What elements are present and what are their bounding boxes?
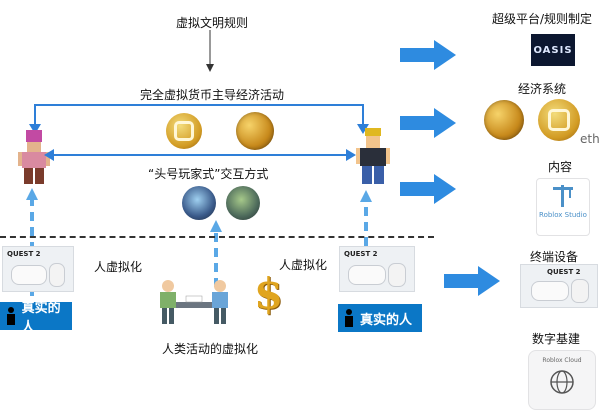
dollar-sign-icon: $ [254,269,284,318]
bitcoin-icon [484,100,524,140]
quest-right-label: QUEST 2 [344,250,378,258]
device-title: 终端设备 [530,250,579,264]
economy-title: 经济系统 [518,82,567,96]
arrow-rules-down [206,30,214,72]
interaction-arrow-right [346,149,356,161]
person-icon [7,307,15,325]
roblox-cloud-logo-icon: Roblox Cloud [528,350,596,410]
vr-headset-right-icon: QUEST 2 [339,246,415,292]
reality-divider [0,236,434,238]
oasis-logo-text: OASIS [533,44,573,56]
person-virtualization-left: 人虚拟化 [94,260,143,274]
roblox-studio-text: Roblox Studio [539,211,587,219]
roblox-studio-logo-icon: Roblox Studio [536,178,590,236]
rules-title: 虚拟文明规则 [176,16,249,30]
vr-headset-panel-icon: QUEST 2 [520,264,598,308]
real-person-left-badge: 真实的人 [0,301,72,335]
real-person-right-badge: 真实的人 [338,304,422,332]
game-thumbnail-2-icon [226,186,260,220]
content-title: 内容 [548,160,573,174]
business-meeting-icon [160,280,228,324]
vr-headset-left-icon: QUEST 2 [2,246,74,292]
real-person-right-label: 真实的人 [360,312,413,328]
big-arrow-3 [400,174,456,204]
economy-bracket-right [362,104,364,130]
big-arrow-2 [400,108,456,138]
interaction-arrow-left [44,149,54,161]
person-icon [345,309,353,327]
robux-icon [538,99,580,141]
economy-lead-text: 完全虚拟货币主导经济活动 [140,88,285,102]
economy-bracket-left [34,104,36,130]
device-quest-label: QUEST 2 [547,268,581,276]
infra-title: 数字基建 [532,332,581,346]
roblox-cloud-text: Roblox Cloud [542,357,582,364]
human-activity-text: 人类活动的虚拟化 [162,342,259,356]
roblox-avatar-right-icon [356,128,390,184]
bracket-arrow-left [29,124,41,134]
interaction-line [50,154,348,156]
platform-title: 超级平台/规则制定 [492,12,593,26]
dashed-arrow-right [360,190,372,246]
eth-text: eth [580,132,600,146]
economy-bracket-top [34,104,364,106]
oasis-logo-icon: OASIS [531,34,575,66]
interaction-text: “头号玩家式”交互方式 [148,167,269,181]
big-arrow-1 [400,40,456,70]
real-person-left-label: 真实的人 [21,301,61,335]
person-virtualization-right: 人虚拟化 [279,258,328,272]
quest-left-label: QUEST 2 [7,250,41,258]
robux-icon [166,113,202,149]
roblox-avatar-left-icon [18,130,50,184]
big-arrow-4 [444,266,500,296]
dashed-arrow-mid [210,220,222,302]
bitcoin-icon [236,112,274,150]
bracket-arrow-right [357,124,369,134]
game-thumbnail-1-icon [182,186,216,220]
